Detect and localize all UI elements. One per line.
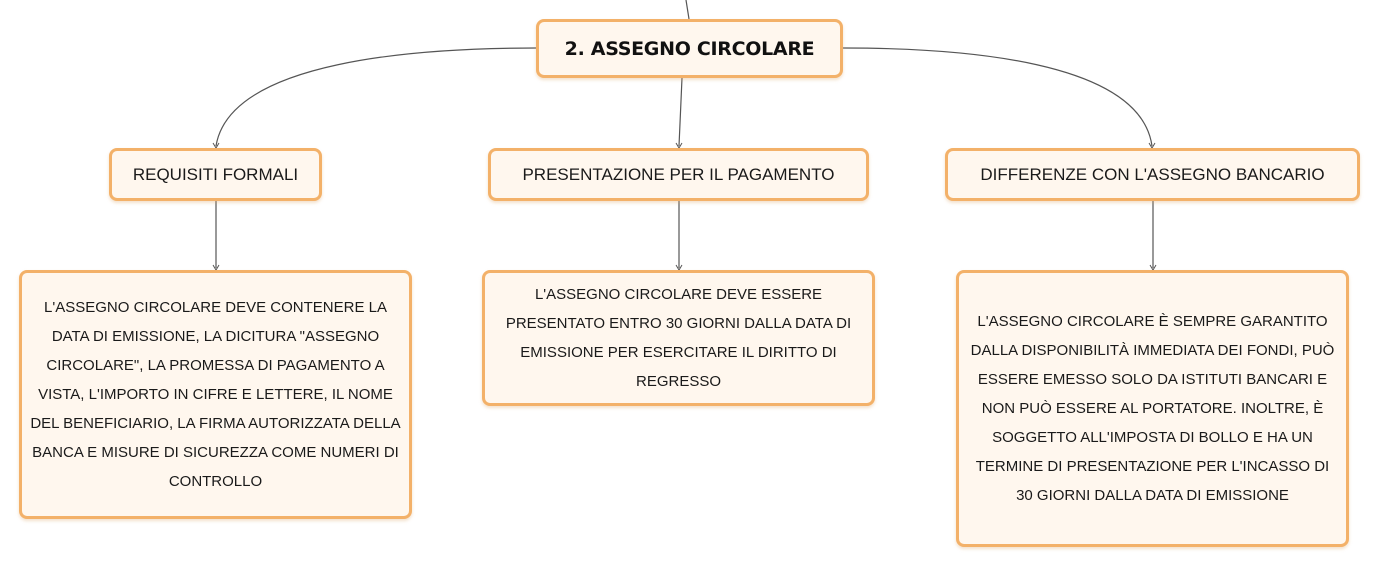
connector-root-to-topic-differenze: [842, 47, 1153, 147]
root-node[interactable]: 2. ASSEGNO CIRCOLARE: [536, 19, 843, 78]
connector-root-to-topic-presentazione: [678, 77, 683, 147]
detail-text: L'ASSEGNO CIRCOLARE È SEMPRE GARANTITO D…: [970, 313, 1335, 504]
topic-label: DIFFERENZE CON L'ASSEGNO BANCARIO: [980, 164, 1325, 184]
connector-parent-to-root: [685, 0, 690, 20]
detail-node-differenze-assegno-bancario[interactable]: L'ASSEGNO CIRCOLARE È SEMPRE GARANTITO D…: [956, 270, 1349, 547]
topic-node-differenze-assegno-bancario[interactable]: DIFFERENZE CON L'ASSEGNO BANCARIO: [945, 148, 1360, 201]
topic-node-presentazione-pagamento[interactable]: PRESENTAZIONE PER IL PAGAMENTO: [488, 148, 869, 201]
topic-label: PRESENTAZIONE PER IL PAGAMENTO: [522, 164, 835, 184]
root-title: 2. ASSEGNO CIRCOLARE: [564, 37, 815, 60]
connector-root-to-topic-requisiti: [215, 47, 537, 147]
topic-node-requisiti-formali[interactable]: REQUISITI FORMALI: [109, 148, 322, 201]
topic-label: REQUISITI FORMALI: [132, 164, 299, 184]
detail-node-requisiti-formali[interactable]: L'ASSEGNO CIRCOLARE DEVE CONTENERE LA DA…: [19, 270, 412, 519]
detail-text: L'ASSEGNO CIRCOLARE DEVE ESSERE PRESENTA…: [505, 286, 852, 390]
detail-node-presentazione-pagamento[interactable]: L'ASSEGNO CIRCOLARE DEVE ESSERE PRESENTA…: [482, 270, 875, 406]
detail-text: L'ASSEGNO CIRCOLARE DEVE CONTENERE LA DA…: [30, 299, 401, 490]
